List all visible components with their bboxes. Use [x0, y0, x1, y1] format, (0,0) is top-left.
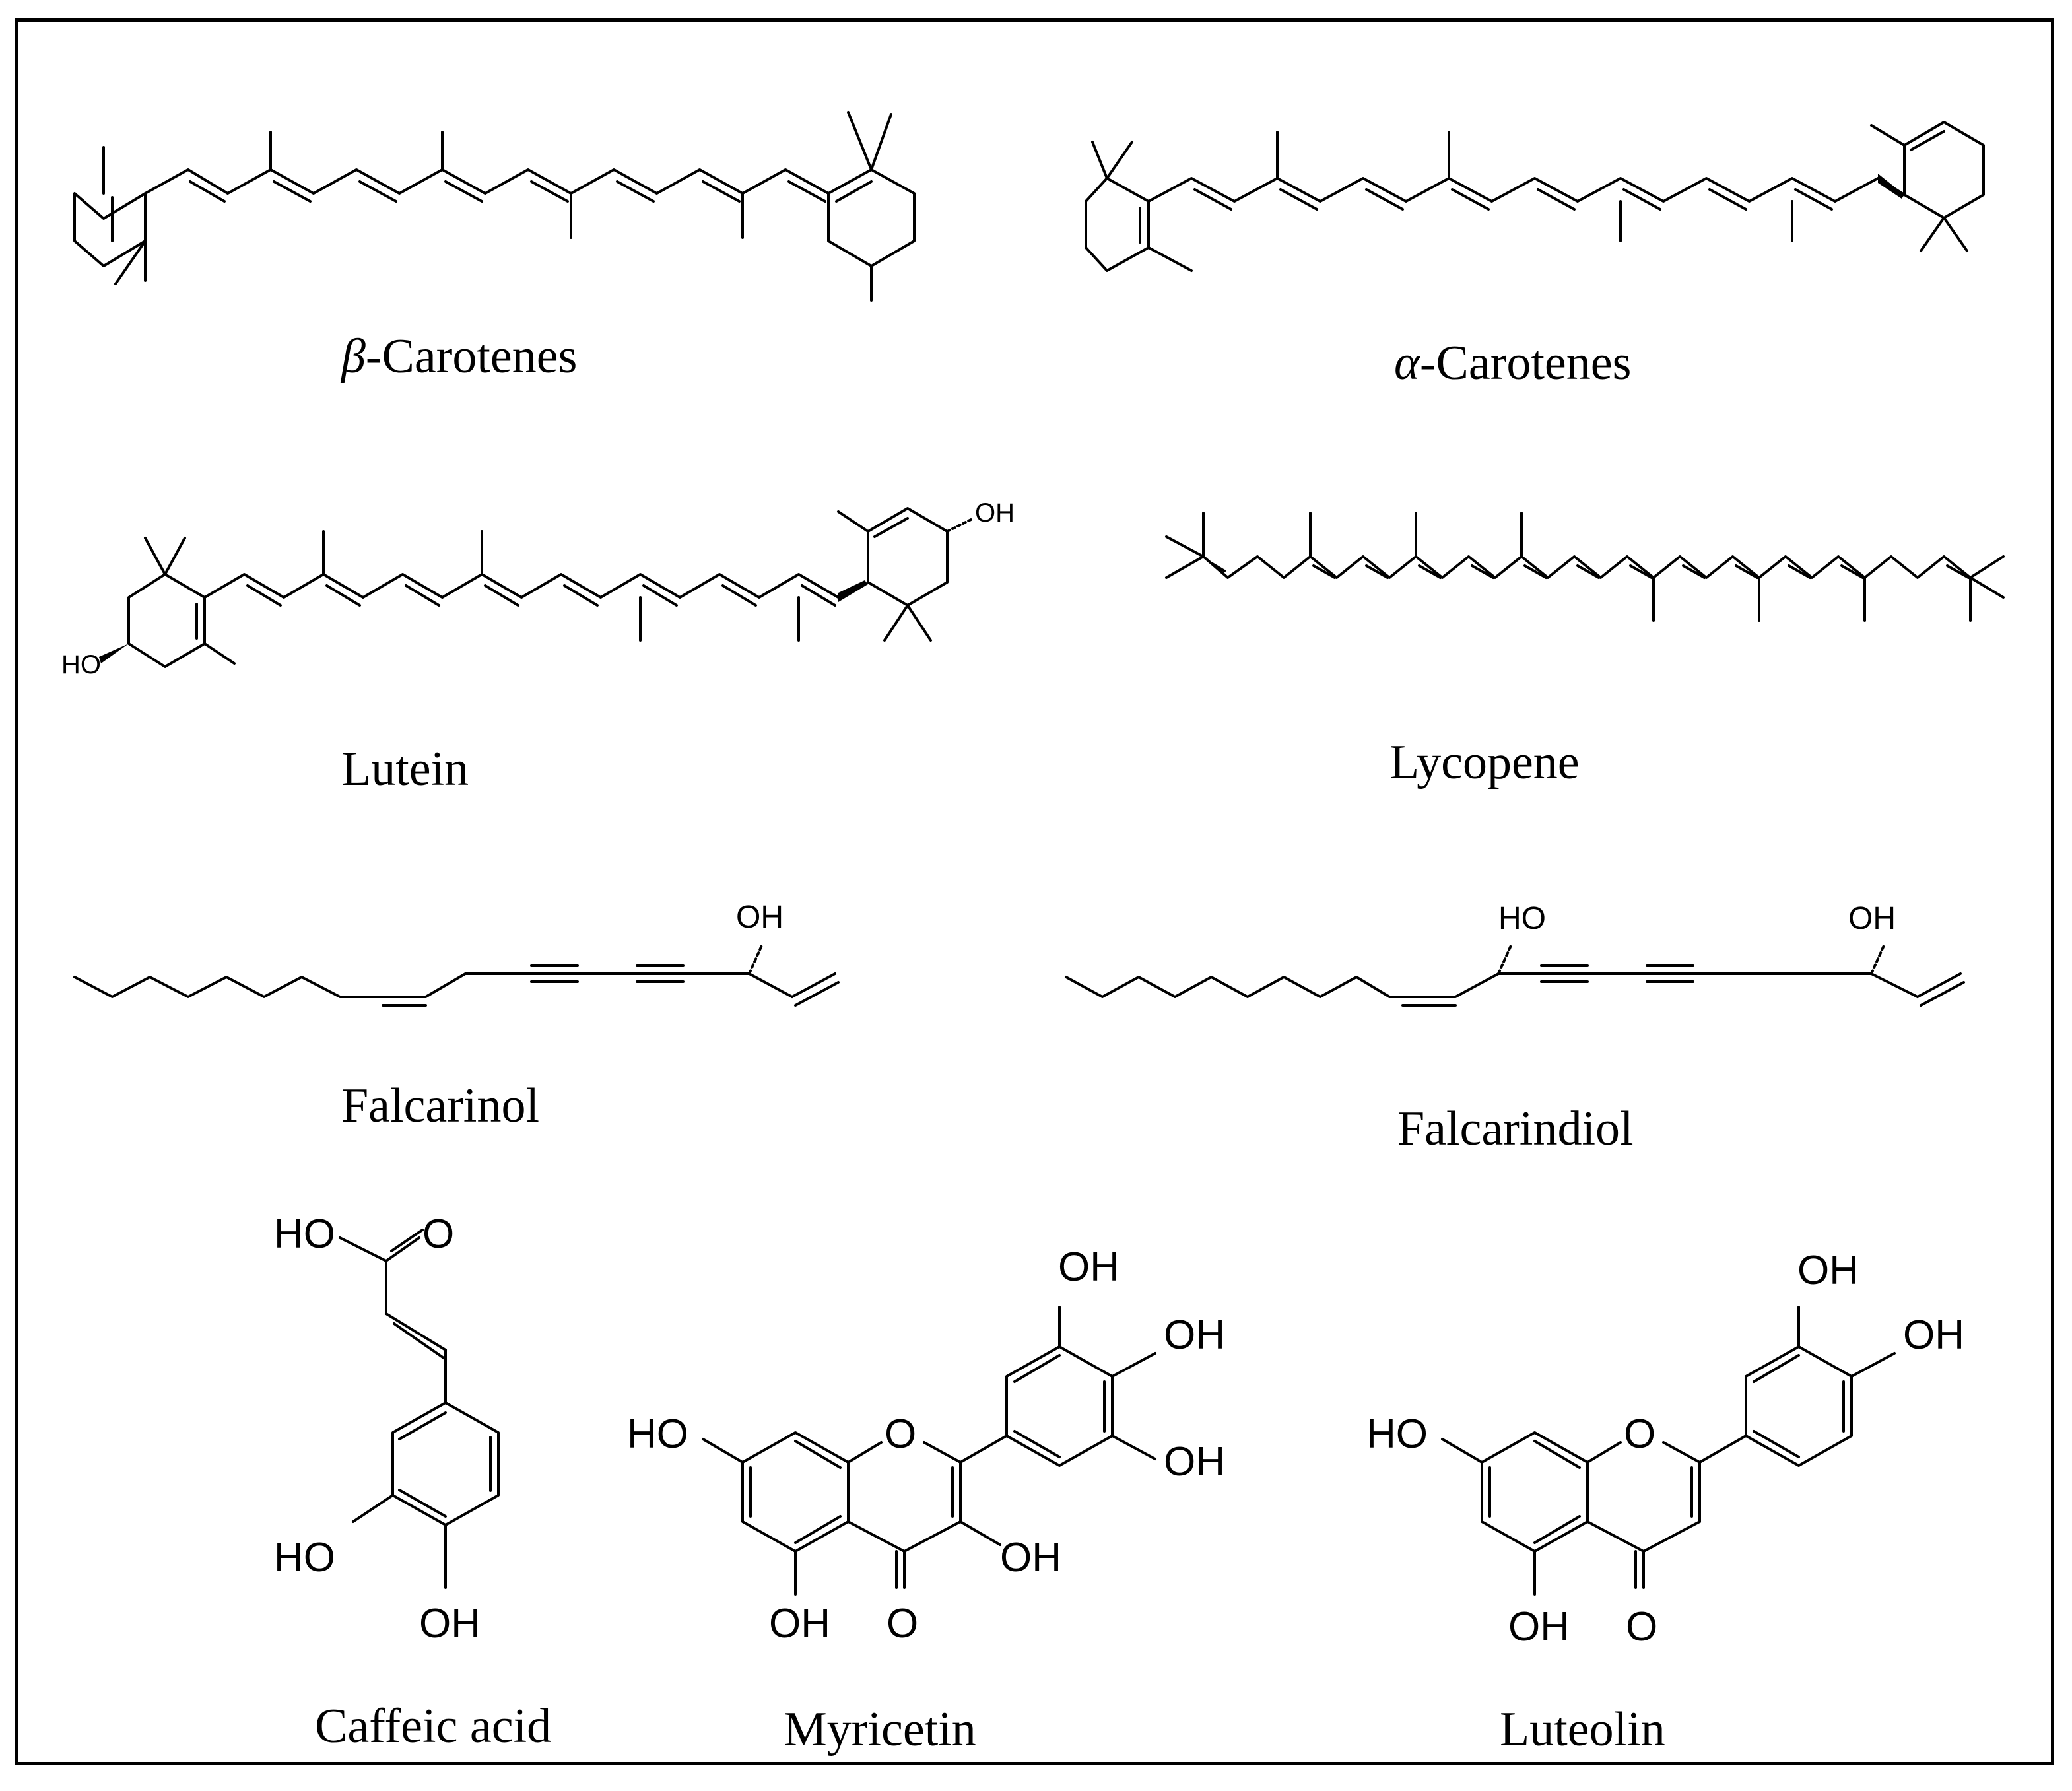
beta-symbol: β	[341, 329, 366, 384]
myricetin-o1-label: O	[885, 1411, 916, 1457]
figure-frame: β-Carotenes	[15, 18, 2054, 1765]
falcarindiol-oh-label: OH	[1848, 901, 1896, 936]
caffeic-o-label: O	[422, 1211, 454, 1257]
myricetin-oh3-label: OH	[1000, 1535, 1061, 1580]
myricetin-structure: HO O OH O OH OH OH OH	[627, 1244, 1225, 1646]
falcarindiol-ho-label: HO	[1498, 901, 1546, 936]
luteolin-structure: HO O OH O OH OH	[1366, 1248, 1964, 1650]
myricetin-oh3p-label: OH	[1058, 1244, 1120, 1290]
caffeic-ho-acid-label: HO	[274, 1211, 335, 1257]
lycopene-structure	[1165, 512, 2005, 622]
luteolin-o1-label: O	[1624, 1411, 1655, 1457]
falcarindiol-label: Falcarindiol	[1397, 1102, 1634, 1156]
luteolin-oh3p-label: OH	[1797, 1248, 1859, 1293]
luteolin-oh4p-label: OH	[1903, 1312, 1964, 1358]
lutein-label: Lutein	[341, 742, 469, 796]
alpha-carotene-name: -Carotenes	[1419, 336, 1632, 390]
caffeic-acid-label: Caffeic acid	[315, 1699, 552, 1753]
beta-carotene-structure	[73, 111, 916, 302]
lutein-ho-label: HO	[61, 650, 101, 679]
myricetin-oh5p-label: OH	[1164, 1439, 1225, 1485]
myricetin-oh5-label: OH	[769, 1601, 830, 1646]
falcarindiol-structure: HO OH	[1065, 901, 1965, 1007]
myricetin-o4-label: O	[886, 1601, 918, 1646]
beta-carotene-label: β-Carotenes	[341, 332, 577, 381]
myricetin-oh4p-label: OH	[1164, 1312, 1225, 1358]
alpha-carotene-structure	[1085, 121, 1985, 272]
beta-carotene-name: -Carotenes	[365, 329, 578, 384]
falcarinol-structure: OH	[73, 900, 840, 1007]
luteolin-o4-label: O	[1626, 1604, 1657, 1650]
alpha-carotene-label: α-Carotenes	[1394, 339, 1631, 388]
falcarinol-label: Falcarinol	[341, 1079, 540, 1133]
falcarinol-oh-label: OH	[736, 900, 784, 935]
luteolin-oh5-label: OH	[1508, 1604, 1570, 1650]
luteolin-label: Luteolin	[1500, 1703, 1665, 1757]
luteolin-ho7-label: HO	[1366, 1411, 1428, 1457]
lutein-oh-label: OH	[975, 498, 1015, 527]
myricetin-ho7-label: HO	[627, 1411, 688, 1457]
myricetin-label: Myricetin	[784, 1703, 976, 1757]
alpha-symbol: α	[1394, 336, 1420, 390]
lycopene-label: Lycopene	[1389, 735, 1580, 790]
caffeic-oh-ring-label: OH	[419, 1601, 481, 1646]
caffeic-acid-structure: HO O HO OH	[274, 1211, 500, 1646]
lutein-structure: HO OH	[61, 498, 1015, 679]
caffeic-ho-ring-label: HO	[274, 1535, 335, 1580]
